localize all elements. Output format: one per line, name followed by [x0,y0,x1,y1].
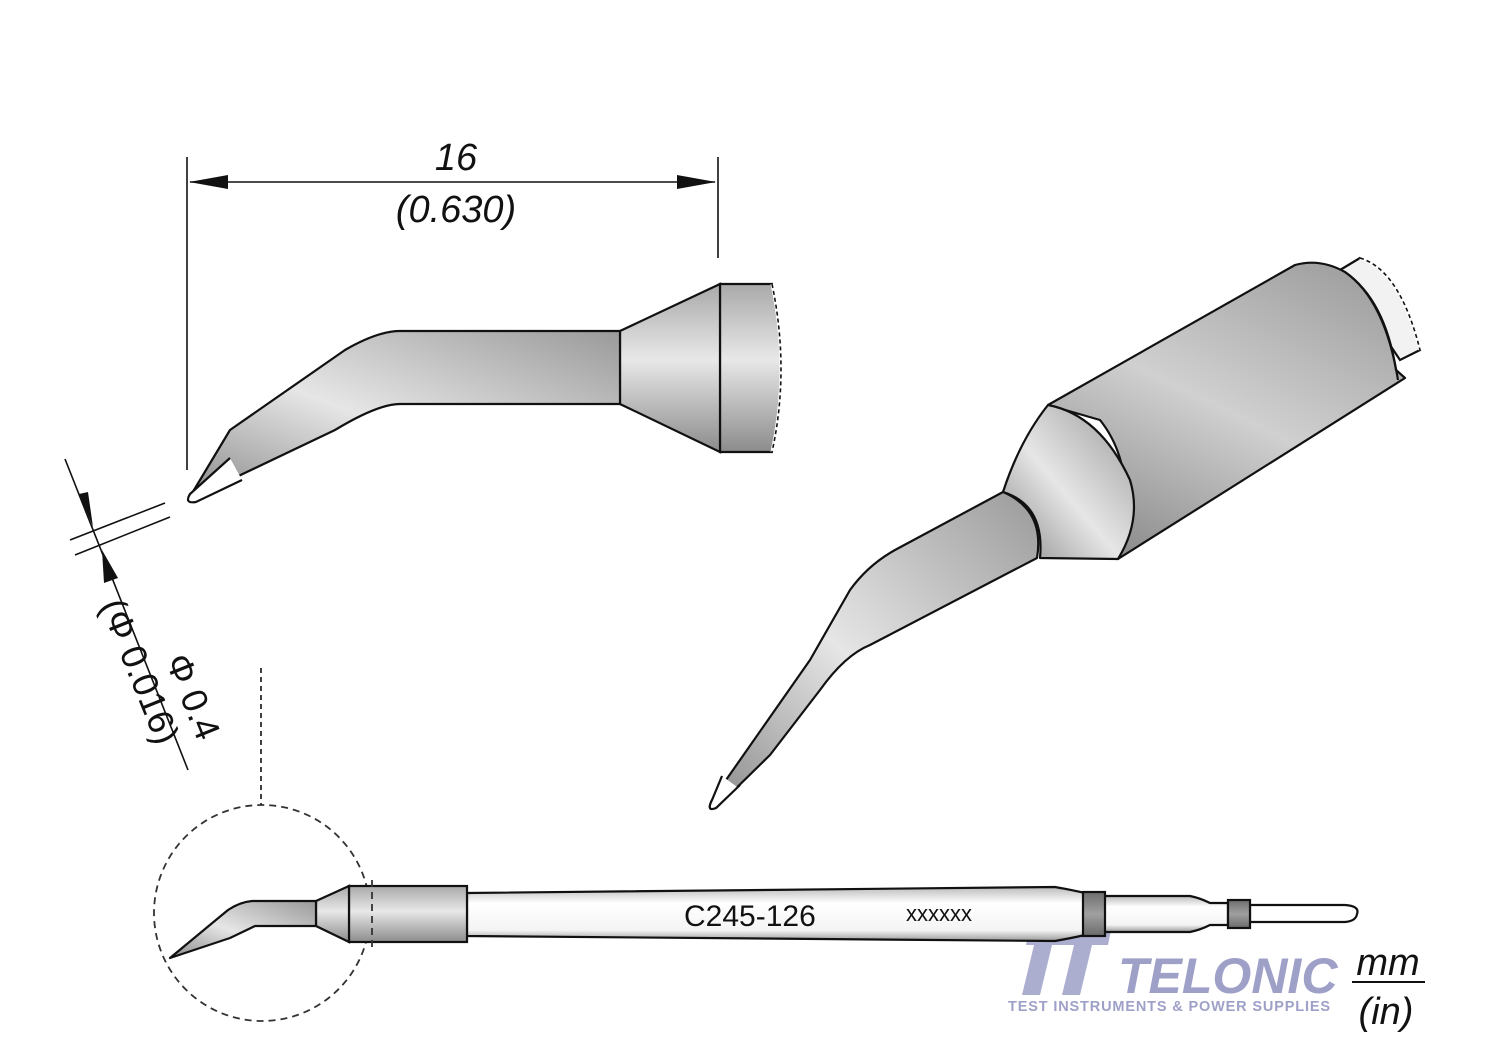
perspective-view-tip [708,256,1422,811]
units-legend: mm (in) [1352,942,1425,1033]
side-view-tip [186,282,783,504]
serial-placeholder: xxxxxx [906,901,972,926]
unit-secondary: (in) [1359,991,1414,1033]
brand-tagline: TEST INSTRUMENTS & POWER SUPPLIES [1008,999,1330,1015]
brand-name: TELONIC [1118,948,1338,1004]
unit-primary: mm [1356,942,1419,984]
length-mm: 16 [435,137,478,179]
length-in: (0.630) [396,189,516,231]
full-cartridge-view: C245-126 xxxxxx [153,668,1359,1022]
telonic-watermark: TELONIC TEST INSTRUMENTS & POWER SUPPLIE… [1008,922,1338,1015]
length-dimension: 16 (0.630) [186,137,719,470]
part-number: C245-126 [684,900,816,933]
tip-diameter-dimension: Φ 0.4 (Φ 0.016) [64,458,229,771]
